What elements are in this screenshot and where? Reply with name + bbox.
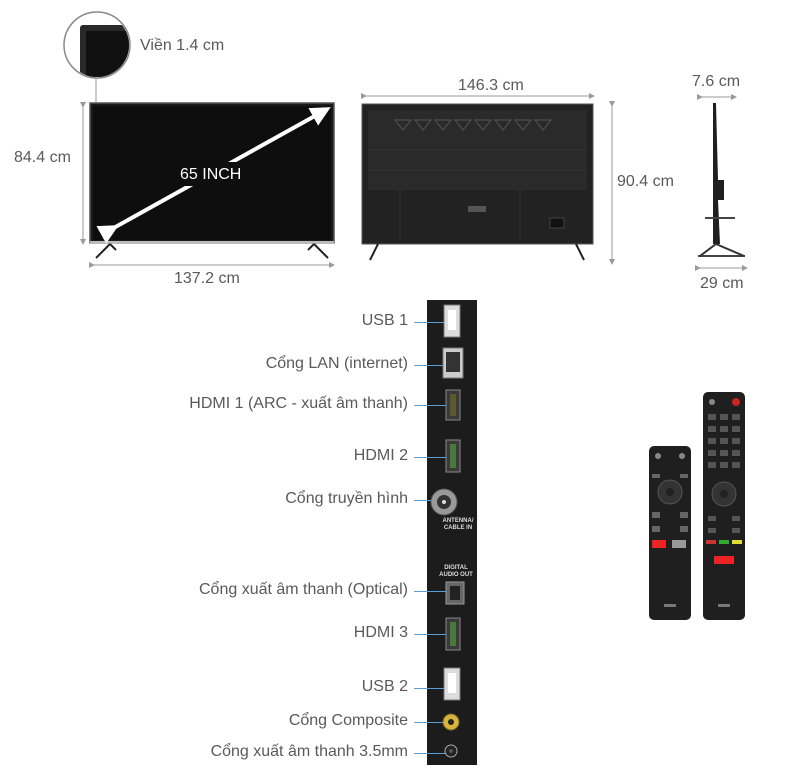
leader-line [414,457,446,458]
leader-line [414,591,446,592]
back-width-label: 146.3 cm [458,77,524,94]
tv-back [361,103,594,261]
digital-audio-panel-text: DIGITAL AUDIO OUT [439,565,473,578]
leader-line [414,753,445,754]
leader-line [414,500,432,501]
bezel-magnifier [63,11,131,104]
port-label-hdmi1: HDMI 1 (ARC - xuất âm thanh) [189,395,408,412]
antenna-panel-text: ANTENNA/ CABLE IN [442,518,474,531]
tv-side [698,103,745,257]
stand-depth-label: 29 cm [700,275,744,292]
bezel-label: Viền 1.4 cm [140,37,225,54]
port-label-hdmi3: HDMI 3 [353,624,408,641]
leader-line [414,688,444,689]
port-label-hdmi2: HDMI 2 [353,447,408,464]
port-label-lan: Cổng LAN (internet) [265,355,408,372]
leader-line [414,322,444,323]
front-height-label: 84.4 cm [14,149,71,166]
remote-small [649,446,691,620]
tv-front [89,102,335,259]
port-label-usb1: USB 1 [361,312,408,329]
leader-line [414,365,444,366]
back-height-label: 90.4 cm [617,173,674,190]
leader-line [414,634,446,635]
screen-size-label: 65 INCH [180,166,242,183]
remote-large [703,392,745,620]
port-label-antenna: Cổng truyền hình [285,490,408,507]
port-label-optical: Cổng xuất âm thanh (Optical) [199,581,408,598]
side-depth-label: 7.6 cm [692,73,741,90]
port-label-composite: Cổng Composite [288,712,408,729]
port-label-audio-jack: Cổng xuất âm thanh 3.5mm [210,743,408,760]
port-label-usb2: USB 2 [361,678,408,695]
leader-line [414,405,446,406]
leader-line [414,722,443,723]
front-width-label: 137.2 cm [174,270,240,287]
port-panel [427,300,477,765]
